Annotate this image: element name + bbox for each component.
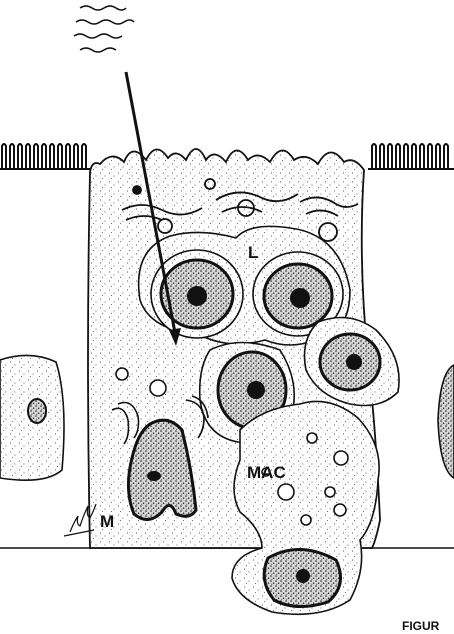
- label-macrophage: MAC: [247, 463, 286, 482]
- label-m-cell: M: [100, 512, 114, 531]
- macrophage: [232, 401, 379, 614]
- left-brush-border: [0, 144, 92, 170]
- figure-caption-fragment: FIGUR: [402, 619, 440, 633]
- right-neighbor-cell: [438, 365, 454, 478]
- antigen-squiggle-icon: [74, 6, 134, 52]
- label-lymphocyte: L: [248, 243, 258, 262]
- right-brush-border: [368, 144, 454, 170]
- left-neighbor-cell: [0, 355, 64, 480]
- lymphocyte-1: [151, 250, 243, 338]
